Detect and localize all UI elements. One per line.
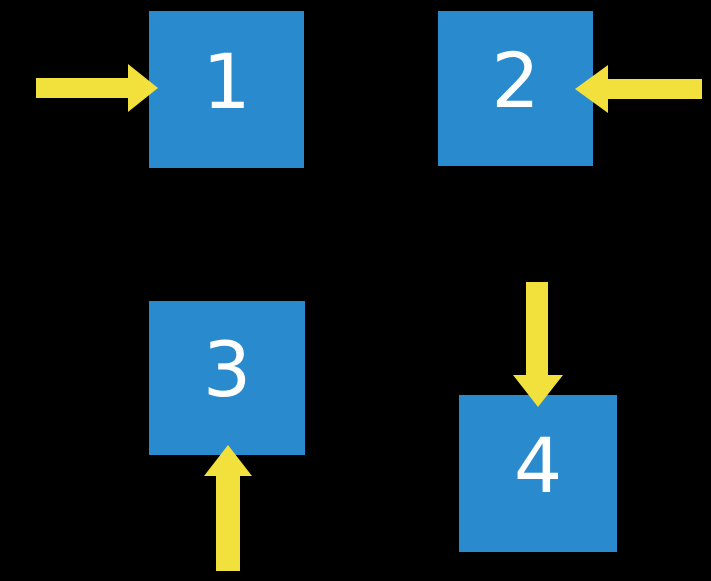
square-3-label: 3 <box>202 325 252 414</box>
arrow-left-icon <box>575 65 702 113</box>
square-2-label: 2 <box>491 35 540 125</box>
arrow-up-icon <box>204 445 252 571</box>
square-2[interactable]: 2 <box>438 11 593 166</box>
square-4[interactable]: 4 <box>459 395 617 552</box>
square-4-label: 4 <box>513 420 563 510</box>
arrow-down-icon <box>513 282 563 407</box>
square-1[interactable]: 1 <box>149 11 304 168</box>
square-1-label: 1 <box>202 36 251 126</box>
square-3[interactable]: 3 <box>149 301 305 455</box>
arrow-right-icon <box>36 64 158 112</box>
